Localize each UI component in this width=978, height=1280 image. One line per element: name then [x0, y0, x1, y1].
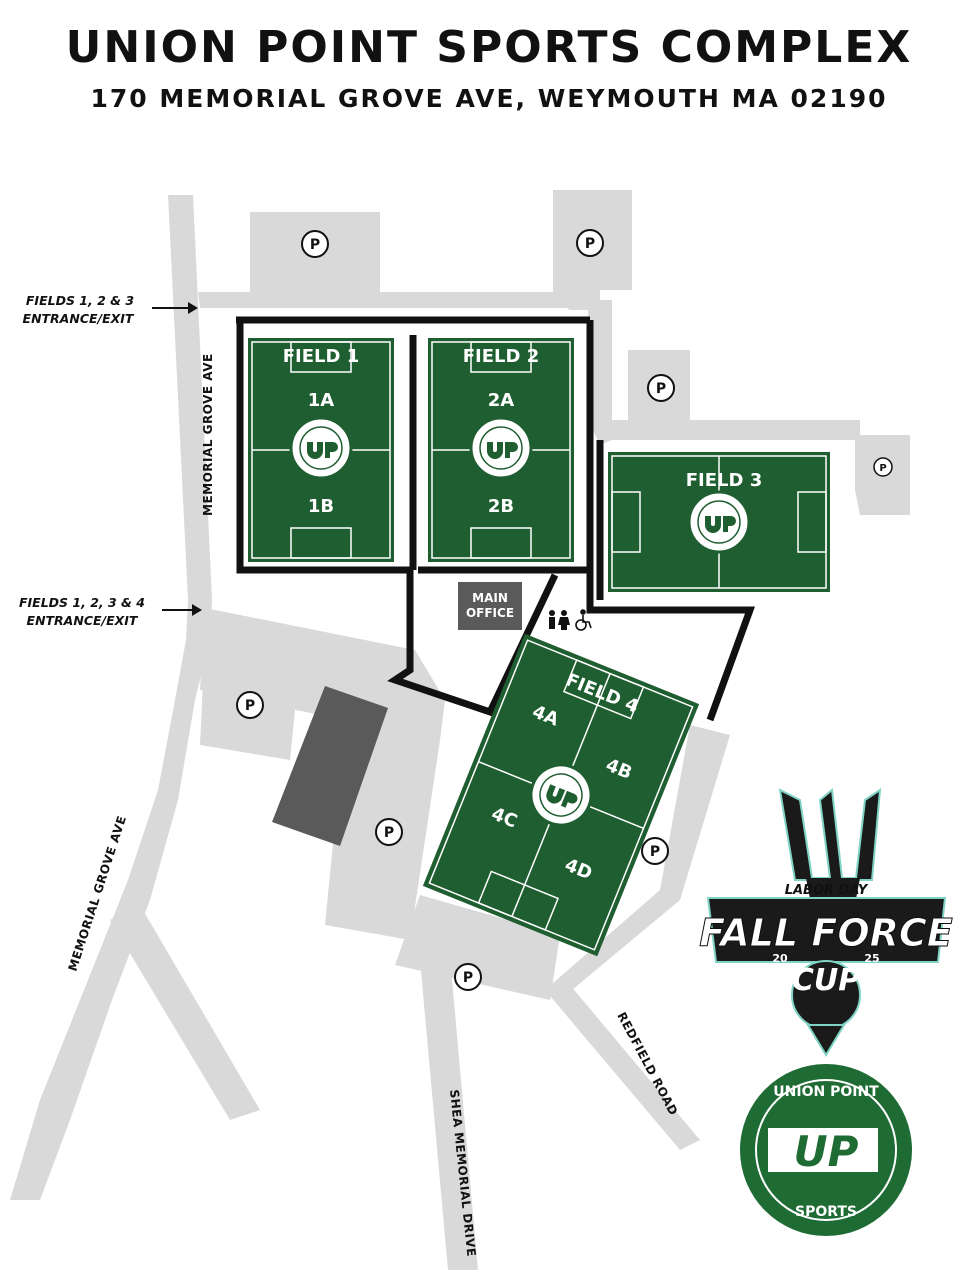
svg-text:P: P [245, 698, 255, 714]
field-4: FIELD 4 4A 4B 4C 4D [422, 633, 700, 957]
logo-ring-bottom: SPORTS [795, 1204, 857, 1220]
accessible-icon [575, 609, 592, 631]
parking-icon: P [375, 818, 403, 846]
svg-text:P: P [463, 970, 473, 986]
field-1-title: FIELD 1 [283, 346, 360, 367]
parking-icon: P [454, 963, 482, 991]
logo-plate [768, 1128, 878, 1172]
trident-icon [778, 788, 882, 881]
event-line1: LABOR DAY [785, 883, 869, 898]
restroom-icon [549, 610, 570, 630]
main-office-line2: OFFICE [466, 606, 514, 620]
field-1b-label: 1B [308, 496, 334, 517]
memorial-grove-road [10, 195, 212, 1200]
north-access-road [198, 292, 585, 308]
redfield-road [545, 985, 700, 1150]
page-title: UNION POINT SPORTS COMPLEX [65, 22, 913, 73]
field-2: FIELD 2 2A 2B [428, 338, 574, 562]
field-enclosure-west [236, 320, 559, 717]
svg-text:P: P [656, 381, 666, 397]
event-year-right: 25 [864, 952, 879, 965]
logo-up: UP [794, 1127, 859, 1176]
main-office: MAIN OFFICE [458, 582, 522, 630]
main-office-line1: MAIN [472, 591, 508, 605]
svg-text:FIELDS 1, 2 & 3: FIELDS 1, 2 & 3 [26, 293, 134, 308]
field-1a-label: 1A [308, 390, 335, 411]
svg-text:P: P [879, 463, 886, 474]
shea-memorial-drive [420, 930, 478, 1270]
fall-force-cup-logo: LABOR DAY FALL FORCE CUP 20 25 [699, 788, 953, 1057]
parking-icon: P [236, 691, 264, 719]
svg-text:P: P [650, 844, 660, 860]
fence-lines [236, 316, 755, 722]
parking-icon: P [641, 837, 669, 865]
field-1: FIELD 1 1A 1B [248, 338, 394, 562]
field-2b-label: 2B [488, 496, 514, 517]
event-line3: CUP [792, 963, 860, 998]
field-3-title: FIELD 3 [686, 470, 763, 491]
svg-text:ENTRANCE/EXIT: ENTRANCE/EXIT [23, 311, 135, 326]
southwest-road-branch [110, 905, 260, 1120]
parking-markers: P P P P P P P [236, 229, 893, 991]
svg-text:FIELDS 1, 2, 3 & 4: FIELDS 1, 2, 3 & 4 [19, 595, 145, 610]
event-year-left: 20 [772, 952, 788, 965]
parking-icon: P [647, 374, 675, 402]
field-enclosure-east [586, 320, 755, 722]
east-field4-road [545, 725, 730, 1000]
building-block [272, 686, 388, 846]
svg-text:ENTRANCE/EXIT: ENTRANCE/EXIT [27, 613, 139, 628]
parking-icon: P [576, 229, 604, 257]
south-entrance: FIELDS 1, 2, 3 & 4 ENTRANCE/EXIT [19, 595, 202, 628]
field-3: FIELD 3 [608, 452, 830, 592]
parking-icon: P [873, 457, 893, 477]
field-2-title: FIELD 2 [463, 346, 540, 367]
page-address: 170 MEMORIAL GROVE AVE, WEYMOUTH MA 0219… [90, 84, 888, 113]
main-office-building [458, 582, 522, 630]
svg-text:P: P [585, 236, 595, 252]
event-line2: FALL FORCE [699, 911, 953, 955]
memorial-grove-label-upper: MEMORIAL GROVE AVE [201, 353, 215, 516]
union-point-sports-logo: UP UNION POINT SPORTS [740, 1064, 912, 1236]
event-banner [706, 897, 947, 963]
logo-ring-top: UNION POINT [773, 1084, 879, 1100]
north-entrance: FIELDS 1, 2 & 3 ENTRANCE/EXIT [23, 293, 198, 326]
svg-text:P: P [310, 237, 320, 253]
field-2a-label: 2A [488, 390, 515, 411]
svg-text:P: P [384, 825, 394, 841]
parking-icon: P [301, 230, 329, 258]
